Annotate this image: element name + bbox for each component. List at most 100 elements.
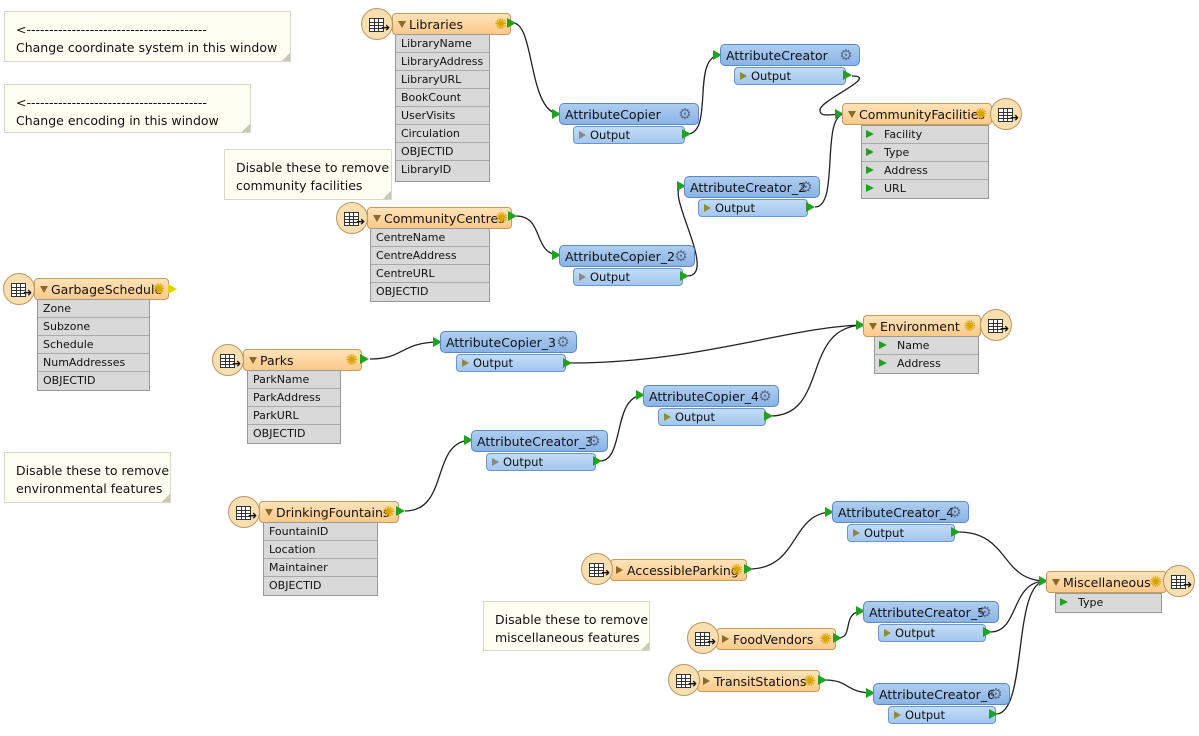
resize-corner[interactable]: [641, 642, 649, 650]
transformer-attributecreator-6[interactable]: AttributeCreator_6 ⚙: [873, 683, 1010, 705]
expand-icon[interactable]: [722, 635, 729, 643]
gear-icon[interactable]: ⚙: [799, 178, 813, 196]
input-port[interactable]: [1039, 576, 1048, 586]
annotation-environmental-features[interactable]: Disable these to remove environmental fe…: [4, 452, 171, 503]
output-port-row[interactable]: Output: [658, 408, 766, 426]
resize-corner[interactable]: [162, 494, 170, 502]
input-port[interactable]: [552, 250, 561, 260]
expand-icon[interactable]: [1052, 579, 1060, 586]
resize-corner[interactable]: [383, 191, 391, 199]
gear-icon[interactable]: ✺: [494, 15, 507, 33]
output-port[interactable]: [360, 354, 369, 364]
transformer-attributecopier-3[interactable]: AttributeCopier_3 ⚙: [440, 331, 577, 353]
output-port[interactable]: [989, 709, 998, 719]
expand-icon[interactable]: [703, 677, 710, 685]
gear-icon[interactable]: ✺: [382, 503, 395, 521]
output-port-row[interactable]: Output: [573, 268, 683, 286]
reader-garbageschedule[interactable]: GarbageSchedule ✺: [34, 278, 169, 300]
input-attribute-port[interactable]: [879, 341, 887, 349]
reader-communitycentres[interactable]: CommunityCentres ✺: [367, 207, 512, 229]
writer-communityfacilities[interactable]: CommunityFacilities ✺: [842, 103, 992, 125]
expand-icon[interactable]: [265, 509, 273, 516]
output-port[interactable]: [764, 411, 773, 421]
input-port[interactable]: [856, 320, 865, 330]
expand-icon[interactable]: [616, 566, 623, 574]
output-port[interactable]: [680, 271, 689, 281]
input-attribute-port[interactable]: [866, 166, 874, 174]
output-port-row[interactable]: Output: [878, 624, 986, 642]
reader-foodvendors[interactable]: FoodVendors ✺: [716, 628, 836, 650]
input-port[interactable]: [866, 688, 875, 698]
transformer-attributecreator-2[interactable]: AttributeCreator_2 ⚙: [684, 176, 820, 198]
gear-icon[interactable]: ⚙: [839, 46, 853, 64]
output-port[interactable]: [951, 527, 960, 537]
input-port[interactable]: [464, 435, 473, 445]
gear-icon[interactable]: ✺: [974, 105, 987, 123]
transformer-attributecreator[interactable]: AttributeCreator ⚙: [720, 44, 860, 66]
transformer-attributecopier[interactable]: AttributeCopier ⚙: [559, 103, 699, 125]
input-attribute-port[interactable]: [866, 184, 874, 192]
input-port[interactable]: [636, 390, 645, 400]
input-port[interactable]: [433, 337, 442, 347]
input-port[interactable]: [713, 50, 722, 60]
output-port-row[interactable]: Output: [698, 199, 808, 217]
writer-miscellaneous[interactable]: Miscellaneous ✺: [1046, 571, 1167, 593]
output-port-row[interactable]: Output: [573, 126, 685, 144]
annotation-coordinate-system[interactable]: <---------------------------------------…: [4, 11, 291, 62]
output-port[interactable]: [682, 129, 691, 139]
annotation-miscellaneous-features[interactable]: Disable these to remove miscellaneous fe…: [483, 601, 650, 651]
output-port[interactable]: [744, 564, 753, 574]
input-attribute-port[interactable]: [866, 148, 874, 156]
output-port[interactable]: [507, 18, 516, 28]
gear-icon[interactable]: ✺: [803, 672, 816, 690]
output-port-row[interactable]: Output: [847, 524, 955, 542]
input-port[interactable]: [856, 606, 865, 616]
transformer-attributecopier-2[interactable]: AttributeCopier_2 ⚙: [559, 245, 695, 267]
gear-icon[interactable]: ✺: [819, 630, 832, 648]
expand-icon[interactable]: [40, 286, 48, 293]
reader-accessibleparking[interactable]: AccessibleParking ✺: [610, 559, 747, 581]
gear-icon[interactable]: ⚙: [556, 333, 570, 351]
gear-icon[interactable]: ✺: [152, 280, 165, 298]
annotation-community-facilities[interactable]: Disable these to remove community facili…: [224, 149, 392, 200]
gear-icon[interactable]: ⚙: [989, 685, 1003, 703]
gear-icon[interactable]: ⚙: [678, 105, 692, 123]
output-port-row[interactable]: Output: [456, 354, 566, 372]
output-port[interactable]: [806, 202, 815, 212]
gear-icon[interactable]: ⚙: [587, 432, 601, 450]
reader-drinkingfountains[interactable]: DrinkingFountains ✺: [259, 501, 399, 523]
input-attribute-port[interactable]: [879, 359, 887, 367]
output-port[interactable]: [563, 358, 572, 368]
output-port[interactable]: [508, 211, 517, 221]
output-port[interactable]: [396, 506, 405, 516]
output-port-row[interactable]: Output: [734, 67, 846, 85]
input-port[interactable]: [835, 109, 844, 119]
gear-icon[interactable]: ✺: [495, 209, 508, 227]
annotation-encoding[interactable]: <---------------------------------------…: [4, 84, 251, 133]
output-port-row[interactable]: Output: [486, 453, 596, 471]
gear-icon[interactable]: ✺: [345, 351, 358, 369]
resize-corner[interactable]: [242, 124, 250, 132]
reader-libraries[interactable]: Libraries ✺: [392, 13, 511, 35]
expand-icon[interactable]: [249, 357, 257, 364]
transformer-attributecreator-3[interactable]: AttributeCreator_3 ⚙: [471, 430, 608, 452]
transformer-attributecopier-4[interactable]: AttributeCopier_4 ⚙: [643, 385, 779, 407]
gear-icon[interactable]: ⚙: [978, 603, 992, 621]
reader-transitstations[interactable]: TransitStations ✺: [697, 670, 820, 692]
reader-parks[interactable]: Parks ✺: [243, 349, 362, 371]
gear-icon[interactable]: ⚙: [674, 247, 688, 265]
expand-icon[interactable]: [848, 111, 856, 118]
transformer-attributecreator-5[interactable]: AttributeCreator_5 ⚙: [863, 601, 999, 623]
expand-icon[interactable]: [869, 323, 877, 330]
gear-icon[interactable]: ✺: [963, 317, 976, 335]
expand-icon[interactable]: [398, 21, 406, 28]
output-port-row[interactable]: Output: [888, 706, 996, 724]
input-port[interactable]: [552, 109, 561, 119]
input-port[interactable]: [677, 181, 686, 191]
expand-icon[interactable]: [373, 215, 381, 222]
input-port[interactable]: [825, 507, 834, 517]
resize-corner[interactable]: [282, 53, 290, 61]
gear-icon[interactable]: ⚙: [758, 387, 772, 405]
transformer-attributecreator-4[interactable]: AttributeCreator_4 ⚙: [832, 501, 969, 523]
input-attribute-port[interactable]: [866, 130, 874, 138]
